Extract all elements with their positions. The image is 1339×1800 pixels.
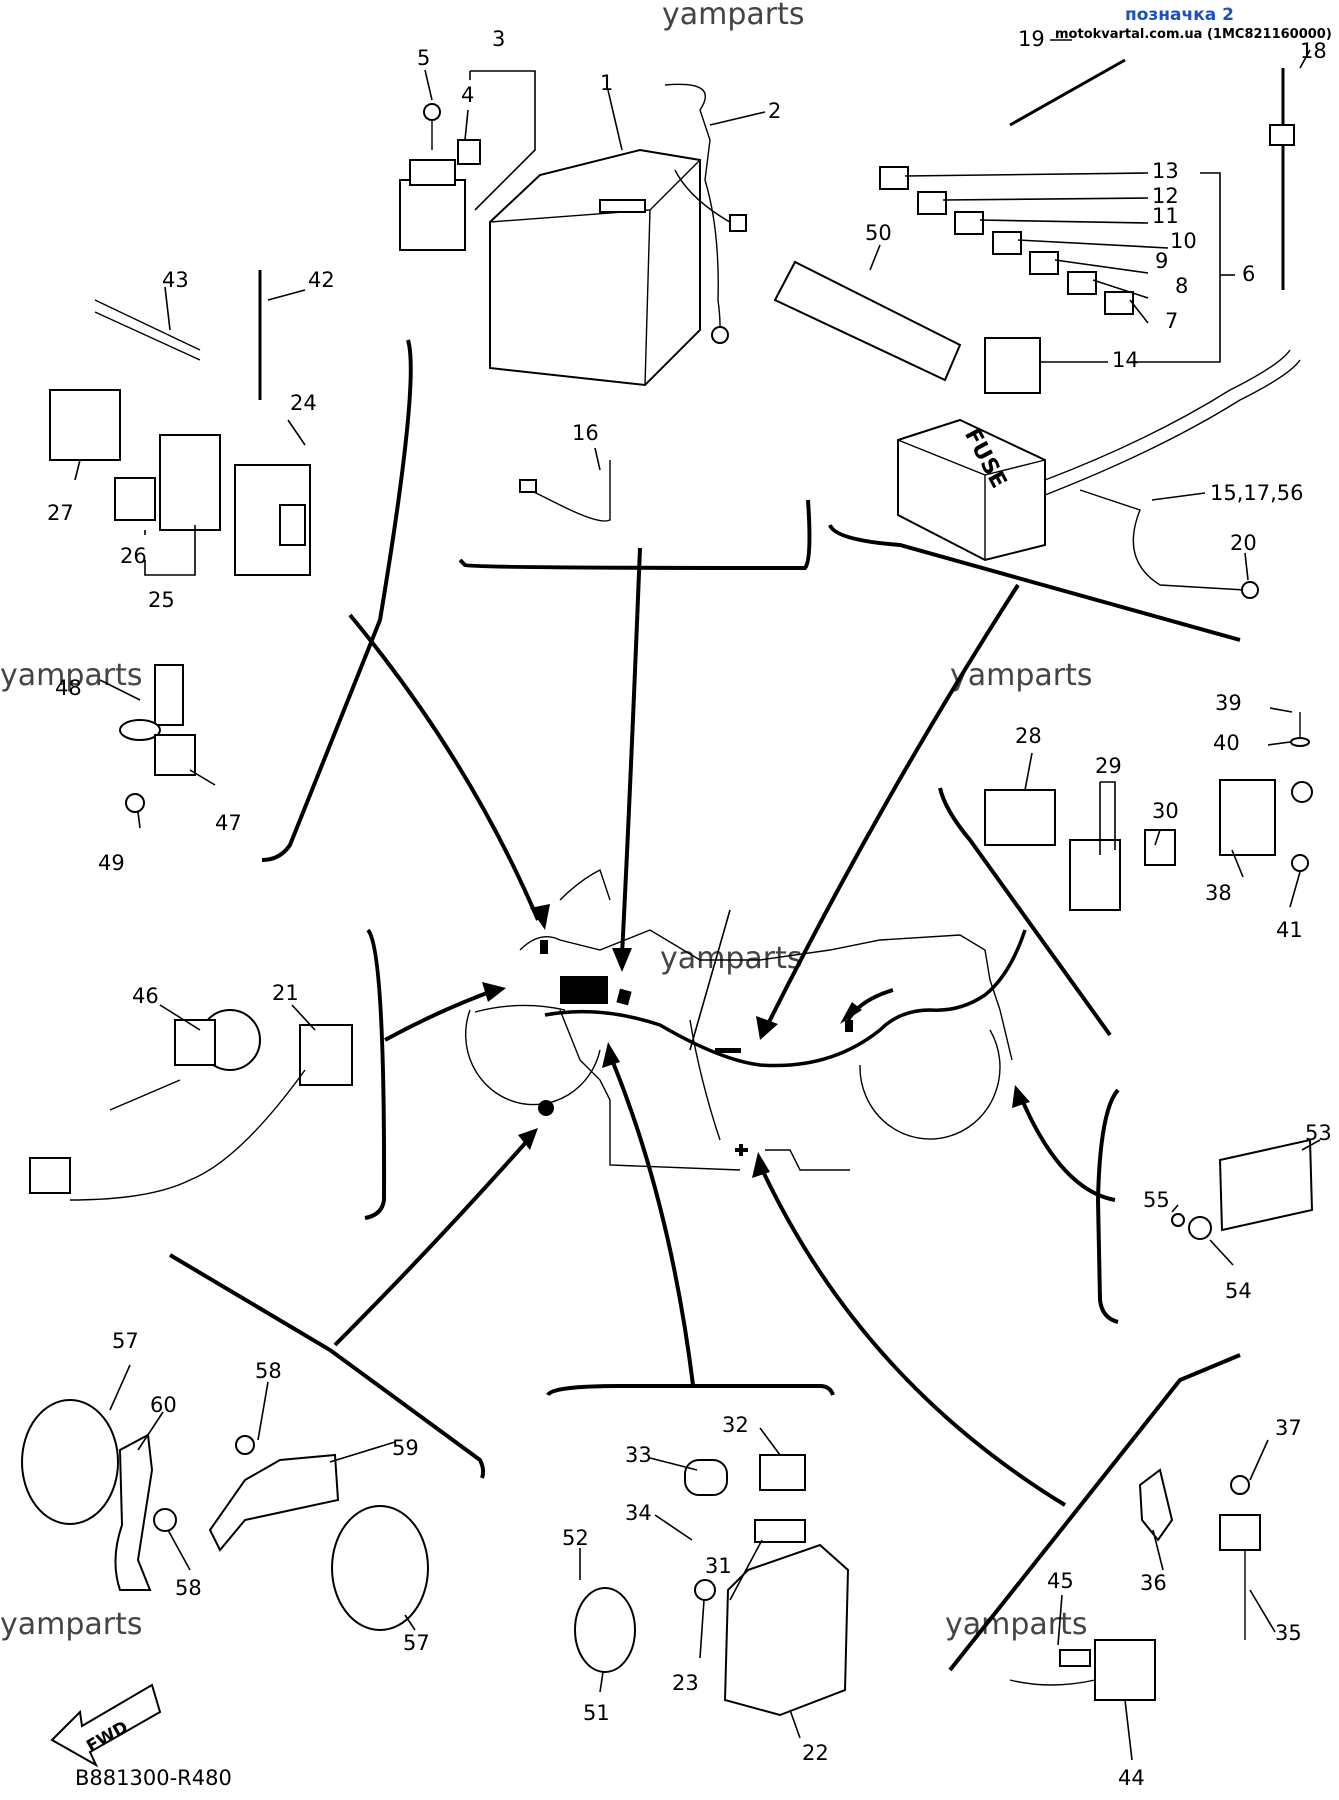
motorcycle-outline	[465, 869, 1027, 1171]
callout-60: 60	[150, 1393, 177, 1417]
callout-31: 31	[705, 1554, 732, 1578]
callout-42: 42	[308, 268, 335, 292]
callout-41: 41	[1276, 918, 1303, 942]
leader-lines	[74, 39, 1321, 1761]
watermark-top: yamparts	[662, 0, 805, 32]
callout-4: 4	[461, 83, 474, 107]
callout-5: 5	[417, 46, 430, 70]
callout-39: 39	[1215, 691, 1242, 715]
electrical-parts	[574, 1454, 1261, 1717]
callout-50: 50	[865, 221, 892, 245]
callout-53: 53	[1305, 1121, 1332, 1145]
callout-59: 59	[392, 1436, 419, 1460]
callout-25: 25	[148, 588, 175, 612]
callout-30: 30	[1152, 799, 1179, 823]
sensor-parts	[29, 664, 1313, 1201]
callout-21: 21	[272, 981, 299, 1005]
callout-19: 19	[1018, 27, 1045, 51]
watermark-center: yamparts	[660, 941, 803, 976]
callout-54: 54	[1225, 1279, 1252, 1303]
note-title: позначка 2	[1125, 5, 1234, 25]
watermark-bottom-left: yamparts	[0, 1607, 143, 1642]
callout-2: 2	[768, 99, 781, 123]
callout-52: 52	[562, 1526, 589, 1550]
callout-20: 20	[1230, 531, 1257, 555]
callout-1: 1	[600, 71, 613, 95]
callout-58-bottom: 58	[175, 1576, 202, 1600]
callout-35: 35	[1275, 1621, 1302, 1645]
callout-47: 47	[215, 811, 242, 835]
fuse-box-part: FUSE	[897, 349, 1301, 562]
watermark-bottom-right: yamparts	[945, 1607, 1088, 1642]
callout-34: 34	[625, 1501, 652, 1525]
callout-38: 38	[1205, 881, 1232, 905]
callout-13: 13	[1152, 159, 1179, 183]
callout-6: 6	[1242, 262, 1255, 286]
callout-51: 51	[583, 1701, 610, 1725]
callout-22: 22	[802, 1741, 829, 1765]
callout-40: 40	[1213, 731, 1240, 755]
callout-27: 27	[47, 501, 74, 525]
callout-18: 18	[1300, 39, 1327, 63]
callout-29: 29	[1095, 754, 1122, 778]
callout-7: 7	[1165, 309, 1178, 333]
callout-8: 8	[1175, 274, 1188, 298]
callout-24: 24	[290, 391, 317, 415]
callout-10: 10	[1170, 229, 1197, 253]
callout-12: 12	[1152, 184, 1179, 208]
callout-45: 45	[1047, 1569, 1074, 1593]
callout-36: 36	[1140, 1571, 1167, 1595]
watermark-left: yamparts	[0, 658, 143, 693]
callout-58-top: 58	[255, 1359, 282, 1383]
fuse-set-part	[773, 166, 1134, 394]
group-brackets	[168, 339, 1241, 1672]
callout-28: 28	[1015, 724, 1042, 748]
callout-9: 9	[1155, 249, 1168, 273]
callout-numbers: 1 2 3 4 5 6 7 8 9 10 11 12 13 14 15,17,5…	[47, 27, 1332, 1790]
callout-46: 46	[132, 984, 159, 1008]
callout-55: 55	[1143, 1188, 1170, 1212]
callout-14: 14	[1112, 348, 1139, 372]
callout-3: 3	[492, 27, 505, 51]
diagram-code: B881300-R480	[75, 1766, 232, 1790]
callout-15-17-56: 15,17,56	[1210, 481, 1304, 505]
callout-11: 11	[1152, 204, 1179, 228]
callout-26: 26	[120, 544, 147, 568]
callout-57-right: 57	[403, 1631, 430, 1655]
pointer-arrows	[333, 547, 1116, 1507]
battery-cable-part	[664, 83, 747, 344]
callout-23: 23	[672, 1671, 699, 1695]
misc-parts	[49, 58, 1295, 599]
starter-relay-part	[399, 103, 481, 251]
callout-48: 48	[55, 676, 82, 700]
callout-33: 33	[625, 1443, 652, 1467]
battery-part	[489, 148, 701, 387]
callout-57-left: 57	[112, 1329, 139, 1353]
callout-49: 49	[98, 851, 125, 875]
note-source: motokvartal.com.ua (1MC821160000)	[1055, 27, 1332, 42]
callout-37: 37	[1275, 1416, 1302, 1440]
callout-16: 16	[572, 421, 599, 445]
reflector-parts	[21, 1138, 1314, 1631]
watermark-right: yamparts	[950, 658, 1093, 693]
fwd-arrow: FWD	[50, 1683, 162, 1768]
callout-43: 43	[162, 268, 189, 292]
callout-44: 44	[1118, 1766, 1145, 1790]
callout-32: 32	[722, 1413, 749, 1437]
